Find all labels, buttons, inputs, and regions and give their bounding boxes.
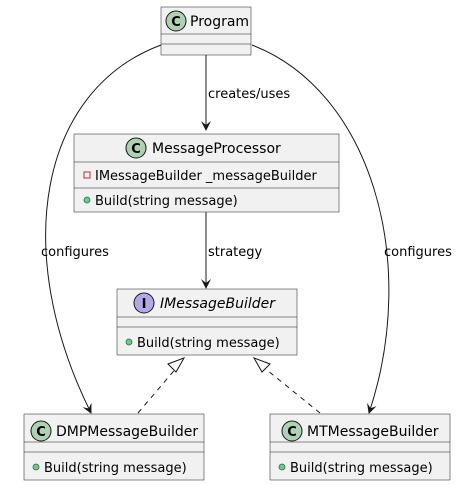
field: IMessageBuilder _messageBuilder — [95, 169, 317, 184]
class-mt-message-builder[interactable]: C MTMessageBuilder Build(string message) — [269, 413, 451, 481]
svg-text:C: C — [131, 142, 141, 157]
edge-realization-mt — [252, 357, 321, 414]
label-strategy: strategy — [208, 245, 263, 260]
public-visibility-icon — [32, 463, 40, 471]
interface-imessage-builder[interactable]: I IMessageBuilder Build(string message) — [116, 288, 298, 356]
label-configures-left: configures — [41, 245, 109, 260]
svg-text:C: C — [171, 15, 181, 30]
svg-text:C: C — [287, 425, 297, 440]
class-badge-icon: C — [125, 137, 147, 159]
class-name: DMPMessageBuilder — [56, 424, 198, 440]
method: Build(string message) — [137, 336, 280, 351]
label-creates-uses: creates/uses — [208, 87, 290, 102]
class-name: Program — [190, 14, 249, 30]
class-name: MTMessageBuilder — [307, 424, 439, 440]
interface-badge-icon: I — [133, 292, 155, 314]
label-configures-right: configures — [384, 245, 452, 260]
edge-configures-left — [45, 44, 162, 414]
svg-text:I: I — [142, 297, 147, 312]
class-message-processor[interactable]: C MessageProcessor IMessageBuilder _mess… — [73, 133, 340, 213]
class-badge-icon: C — [281, 420, 303, 442]
class-program[interactable]: C Program — [160, 6, 252, 56]
public-visibility-icon — [125, 338, 133, 346]
interface-name: IMessageBuilder — [160, 296, 276, 312]
public-visibility-icon — [83, 196, 91, 204]
class-dmp-message-builder[interactable]: C DMPMessageBuilder Build(string message… — [23, 413, 205, 481]
method: Build(string message) — [95, 194, 238, 209]
method: Build(string message) — [44, 461, 187, 476]
public-visibility-icon — [278, 463, 286, 471]
edge-configures-right — [251, 44, 390, 414]
method: Build(string message) — [290, 461, 433, 476]
class-badge-icon: C — [30, 420, 52, 442]
class-name: MessageProcessor — [152, 141, 281, 157]
class-badge-icon: C — [165, 10, 187, 32]
private-visibility-icon — [83, 171, 91, 179]
svg-text:C: C — [36, 425, 46, 440]
edge-realization-dmp — [137, 357, 186, 414]
